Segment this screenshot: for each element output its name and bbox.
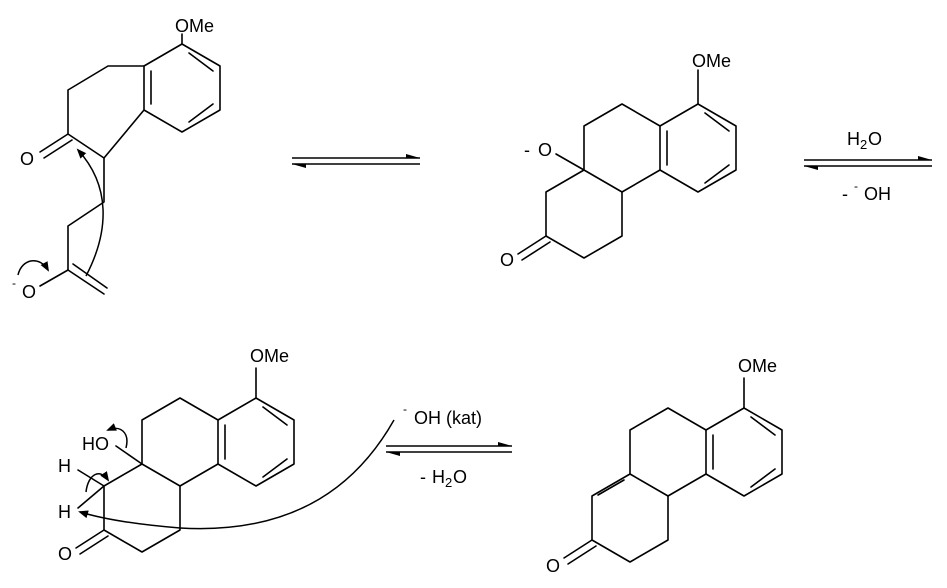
ome-label: OMe bbox=[250, 346, 289, 366]
ketone-oxygen: O bbox=[20, 149, 34, 169]
hydrogen-upper: H bbox=[58, 456, 71, 476]
molecule-1-enolate: OMe O O - bbox=[12, 16, 221, 302]
alkoxide-oxygen: O bbox=[538, 140, 552, 160]
ome-label: OMe bbox=[692, 51, 731, 71]
ome-label: OMe bbox=[738, 356, 777, 376]
molecule-2-alkoxide: OMe O O - bbox=[500, 51, 737, 270]
hydroxide-charge: - bbox=[854, 179, 858, 193]
curly-arrow-hydroxyl bbox=[106, 423, 128, 449]
curly-arrow-attack bbox=[76, 148, 104, 277]
ketone-oxygen: O bbox=[500, 250, 514, 270]
water-loss-o: O bbox=[453, 467, 467, 487]
equilibrium-arrow-2: H 2 O - - OH bbox=[804, 129, 932, 204]
hydrogen-lower: H bbox=[58, 502, 71, 522]
hydroxyl-label: HO bbox=[82, 434, 109, 454]
reagent-water-sub: 2 bbox=[860, 137, 867, 152]
catalyst-charge: - bbox=[403, 402, 407, 416]
water-loss-sub: 2 bbox=[445, 475, 452, 490]
equilibrium-arrow-1 bbox=[292, 154, 420, 168]
curly-arrow-ch bbox=[85, 471, 110, 493]
water-loss-h: H bbox=[432, 467, 445, 487]
byproduct-minus: - bbox=[842, 184, 848, 204]
molecule-3-aldol: OMe O HO H H bbox=[58, 346, 395, 564]
reagent-water-h: H bbox=[847, 129, 860, 149]
ome-label: OMe bbox=[175, 16, 214, 36]
curly-arrow-hydroxide bbox=[78, 419, 395, 530]
ketone-oxygen: O bbox=[58, 544, 72, 564]
water-loss-dash: - bbox=[420, 467, 426, 487]
molecule-4-enone: OMe O bbox=[546, 356, 783, 576]
catalyst-hydroxide: OH (kat) bbox=[414, 408, 482, 428]
curly-arrow-enolate bbox=[17, 260, 49, 276]
byproduct-hydroxide: OH bbox=[864, 184, 891, 204]
ketone-oxygen: O bbox=[546, 556, 560, 576]
equilibrium-arrow-3: - OH (kat) - H 2 O bbox=[386, 402, 512, 490]
enolate-charge: - bbox=[12, 276, 16, 290]
reagent-water-o: O bbox=[868, 129, 882, 149]
enolate-oxygen: O bbox=[22, 282, 36, 302]
alkoxide-charge: - bbox=[524, 140, 530, 160]
